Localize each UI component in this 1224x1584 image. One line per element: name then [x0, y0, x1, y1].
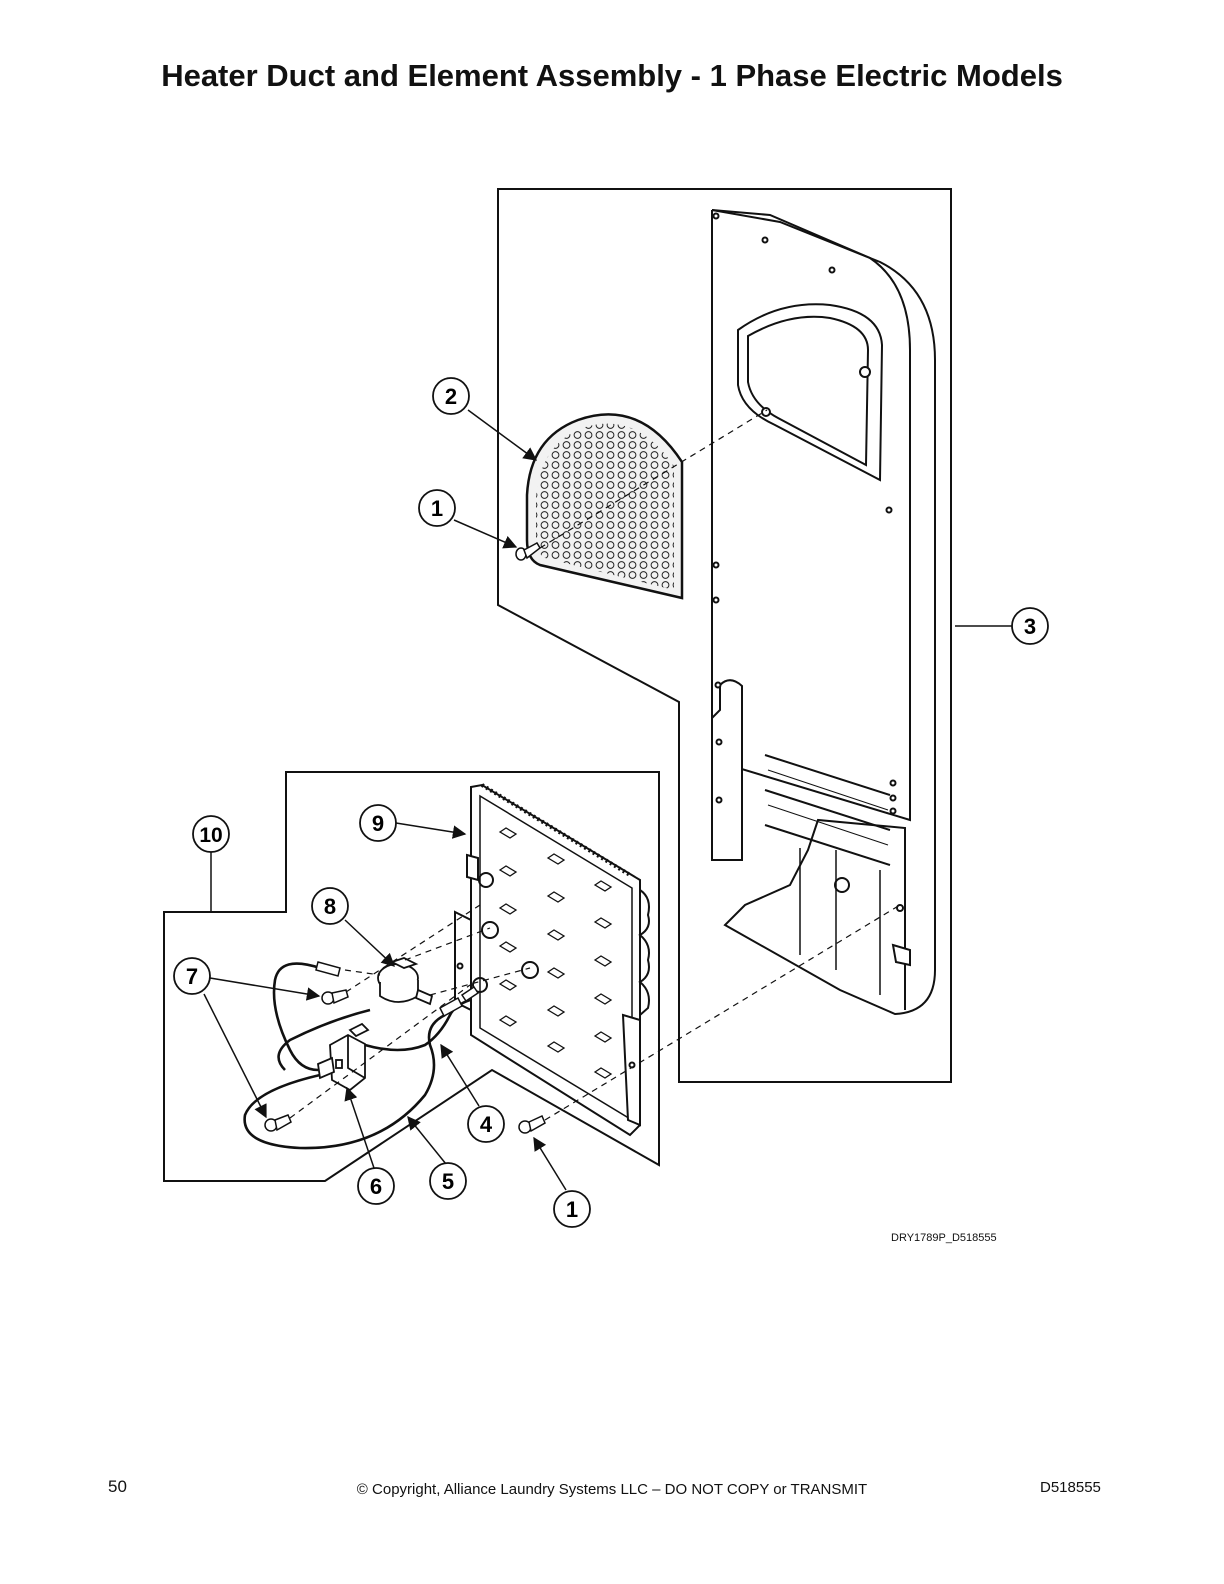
document-number: D518555	[1040, 1479, 1101, 1496]
callout-5: 5	[429, 1162, 467, 1200]
callout-6: 6	[357, 1167, 395, 1205]
svg-text:3: 3	[1024, 614, 1036, 639]
callout-1-bottom: 1	[553, 1190, 591, 1228]
callout-8: 8	[311, 887, 349, 925]
svg-text:9: 9	[372, 811, 384, 836]
svg-text:1: 1	[431, 496, 443, 521]
callout-10: 10	[192, 815, 230, 853]
leader-lines	[203, 409, 1012, 1191]
heater-duct	[711, 209, 936, 1016]
cycling-thermostat	[317, 1022, 370, 1092]
svg-text:8: 8	[324, 894, 336, 919]
svg-text:5: 5	[442, 1169, 454, 1194]
figure-id: DRY1789P_D518555	[891, 1232, 997, 1244]
svg-text:7: 7	[186, 964, 198, 989]
svg-text:4: 4	[480, 1112, 493, 1137]
screw-7-upper	[321, 989, 349, 1005]
screw-7-lower	[264, 1114, 292, 1132]
callout-3: 3	[1011, 607, 1049, 645]
high-limit-thermostat	[377, 957, 434, 1006]
element-terminal-pads	[498, 827, 613, 1079]
callout-7: 7	[173, 957, 211, 995]
element-group-frame	[163, 771, 660, 1182]
screw-bottom	[518, 1114, 546, 1134]
page-title: Heater Duct and Element Assembly - 1 Pha…	[161, 58, 1063, 93]
wire-terminals	[315, 961, 480, 1018]
callout-9: 9	[359, 804, 397, 842]
callout-4: 4	[467, 1105, 505, 1143]
assembly-lines	[289, 409, 901, 1121]
svg-text:2: 2	[445, 384, 457, 409]
callout-1-top: 1	[418, 489, 456, 527]
svg-text:1: 1	[566, 1197, 578, 1222]
heating-element	[454, 783, 650, 1137]
svg-text:6: 6	[370, 1174, 382, 1199]
page-number: 50	[108, 1477, 127, 1496]
lint-screen	[525, 413, 684, 600]
svg-text:10: 10	[199, 824, 222, 847]
duct-group-frame	[497, 188, 952, 1083]
callout-2: 2	[432, 377, 470, 415]
copyright-notice: © Copyright, Alliance Laundry Systems LL…	[356, 1481, 868, 1498]
